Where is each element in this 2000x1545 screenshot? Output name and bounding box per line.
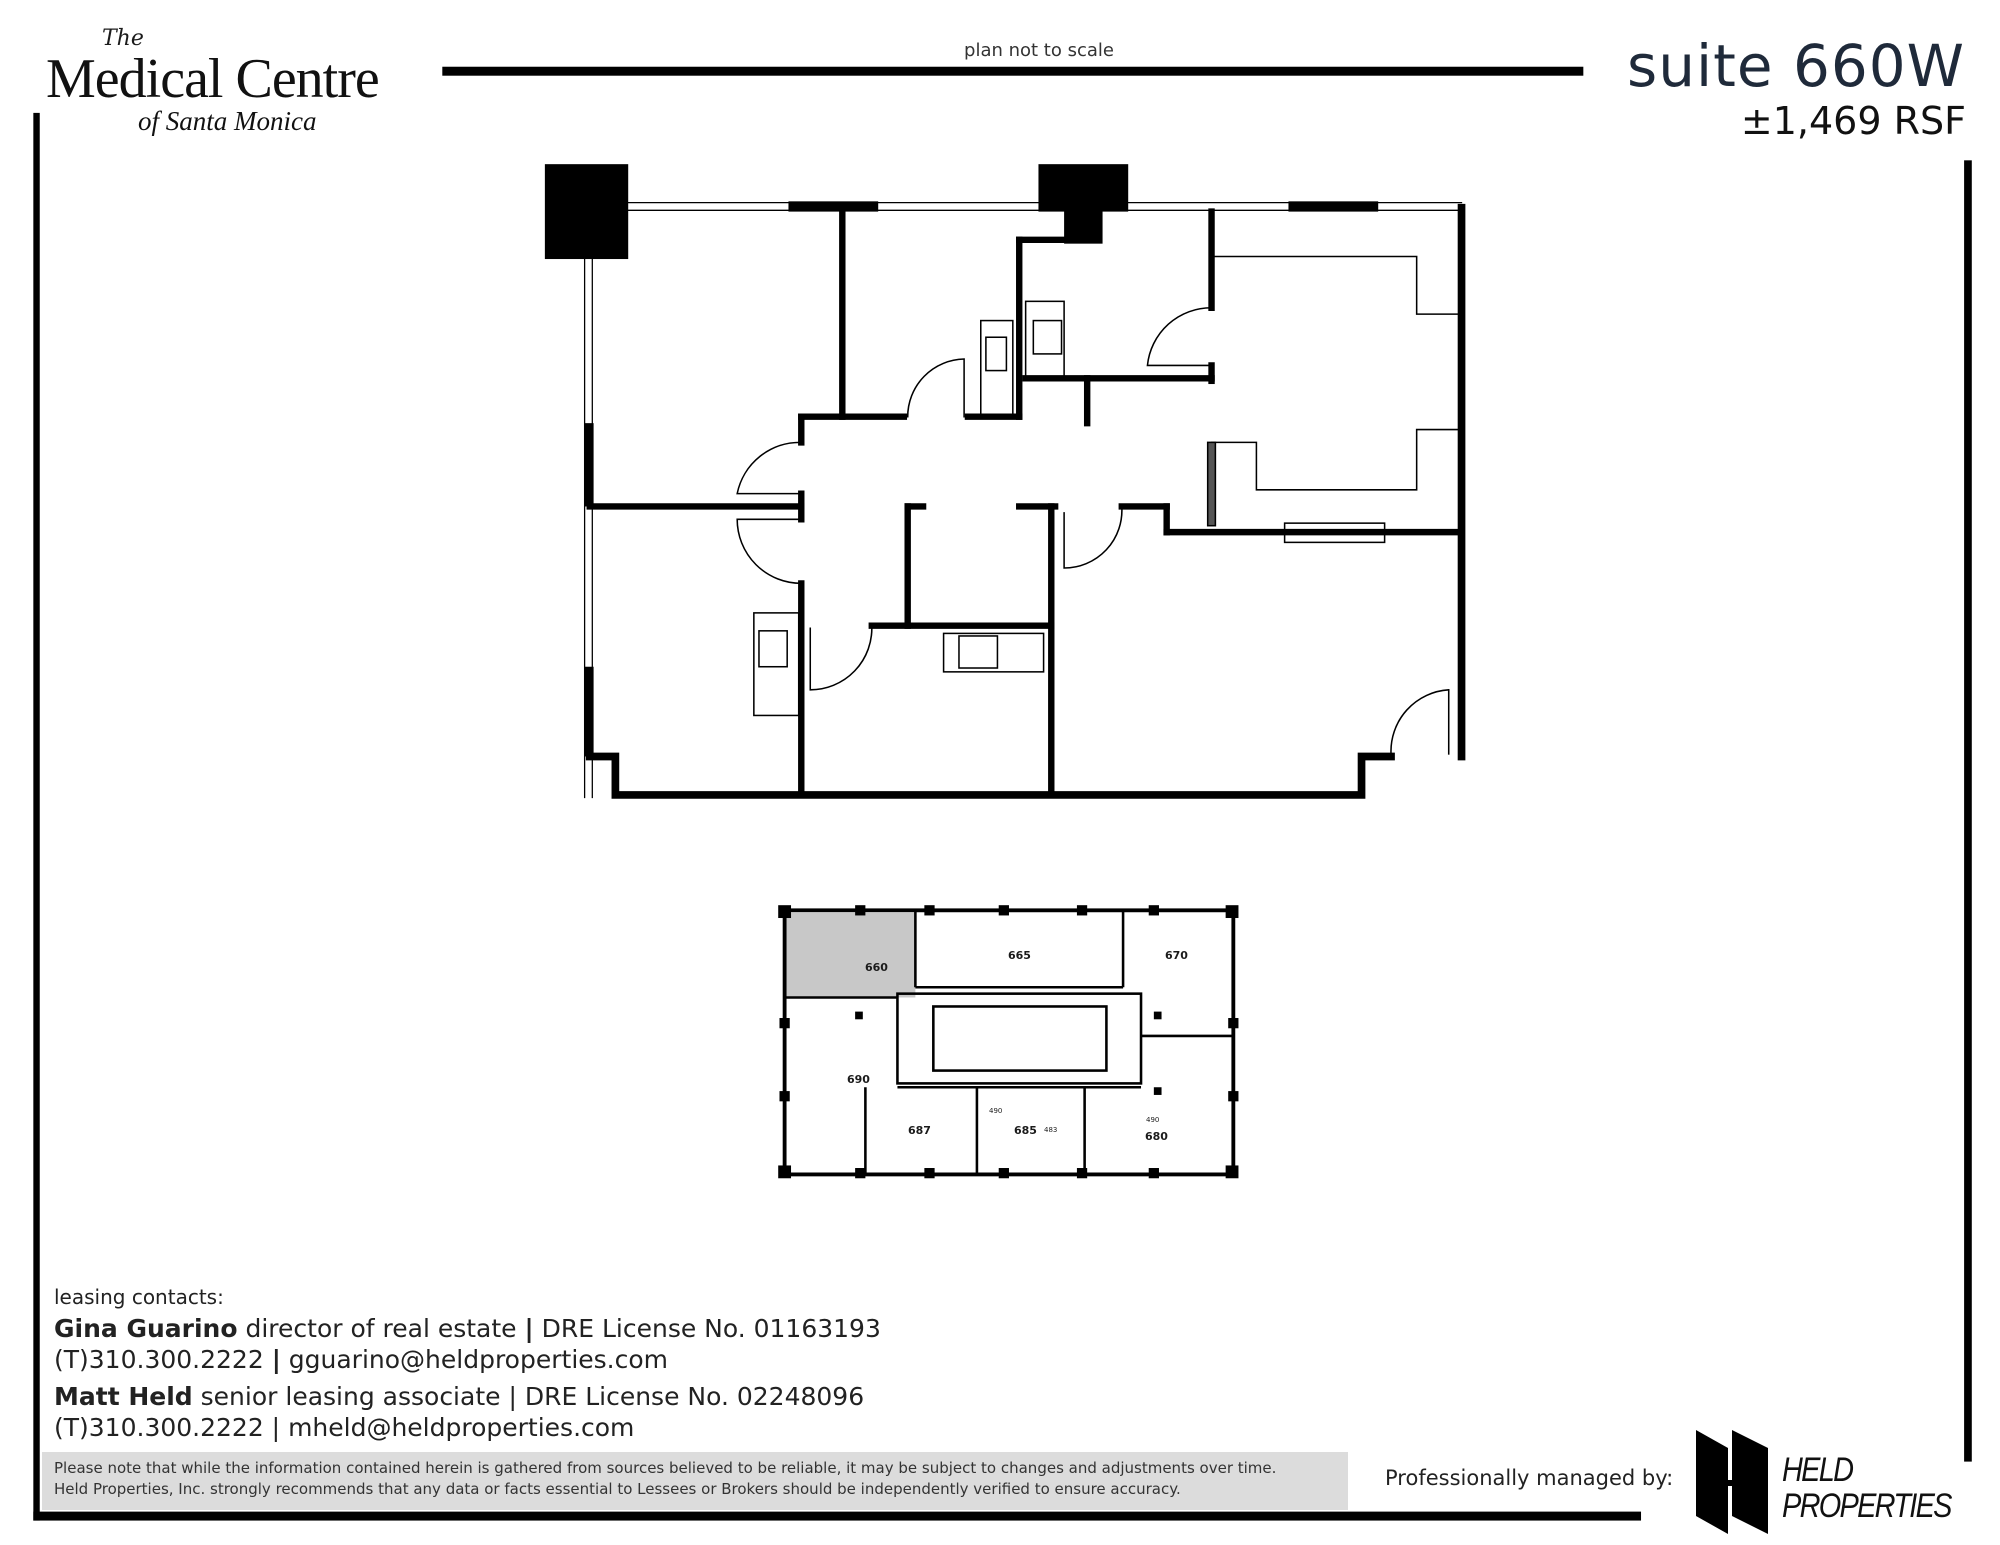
contact-phone: (T)310.300.2222 <box>54 1345 264 1374</box>
highlighted-suite-area <box>785 912 916 998</box>
contact-line: Matt Held senior leasing associate | DRE… <box>54 1382 865 1411</box>
contact-license: DRE License No. 02248096 <box>524 1382 865 1411</box>
leasing-contacts: leasing contacts: Gina Guarino director … <box>54 1285 881 1443</box>
keyplan-label-660: 660 <box>865 961 888 974</box>
keyplan-label-670: 670 <box>1165 949 1188 962</box>
wordmark-line: PROPERTIES <box>1782 1487 1952 1525</box>
held-properties-logo-mark <box>1696 1430 1768 1534</box>
wordmark-line: HELD <box>1782 1451 1854 1489</box>
frame-right <box>1964 160 1972 1462</box>
frame-bottom <box>33 1511 1642 1521</box>
contact-line: (T)310.300.2222 | gguarino@heldpropertie… <box>54 1345 669 1374</box>
disclaimer-box: Please note that while the information c… <box>42 1452 1348 1510</box>
contacts-heading: leasing contacts: <box>54 1285 224 1309</box>
contact-title: senior leasing associate <box>200 1382 501 1411</box>
contact-line: (T)310.300.2222 | mheld@heldproperties.c… <box>54 1413 635 1442</box>
keyplan-small-label: 483 <box>1044 1126 1058 1134</box>
column-left <box>544 164 629 260</box>
suite-area: ±1,469 RSF <box>1740 99 1966 143</box>
contact-name: Matt Held <box>54 1382 193 1411</box>
contact-name: Gina Guarino <box>54 1314 238 1343</box>
column-mid <box>1038 164 1129 212</box>
keyplan-label-690: 690 <box>847 1073 870 1086</box>
contact-email[interactable]: mheld@heldproperties.com <box>288 1413 635 1442</box>
disclaimer-line: Held Properties, Inc. strongly recommend… <box>54 1480 1181 1498</box>
contact-license: DRE License No. 01163193 <box>541 1314 881 1343</box>
contact-title: director of real estate <box>245 1314 517 1343</box>
keyplan-label-685: 685 <box>1014 1124 1037 1137</box>
keyplan-label-680: 680 <box>1145 1130 1168 1143</box>
contact-email[interactable]: gguarino@heldproperties.com <box>288 1345 669 1374</box>
contact-phone: (T)310.300.2222 <box>54 1413 264 1442</box>
managed-by-label: Professionally managed by: <box>1385 1466 1674 1490</box>
logo-the: The <box>102 26 144 51</box>
keyplan-small-label: 490 <box>1146 1116 1160 1124</box>
key-plan <box>778 905 1239 1179</box>
frame-left <box>33 112 40 1521</box>
keyplan-label-665: 665 <box>1008 949 1031 962</box>
keyplan-label-687: 687 <box>908 1124 931 1137</box>
keyplan-small-label: 490 <box>989 1107 1003 1115</box>
logo-medical-centre: Medical Centre <box>46 48 380 110</box>
held-properties-wordmark: HELD PROPERTIES <box>1782 1451 1952 1525</box>
header-rule <box>442 66 1584 76</box>
scale-note: plan not to scale <box>964 40 1114 61</box>
logo-santa-monica: of Santa Monica <box>138 106 317 136</box>
contact-line: Gina Guarino director of real estate | D… <box>54 1314 881 1343</box>
suite-title: suite 660W <box>1626 32 1965 100</box>
suite-floor-plan <box>544 164 1466 799</box>
disclaimer-line: Please note that while the information c… <box>54 1459 1277 1477</box>
